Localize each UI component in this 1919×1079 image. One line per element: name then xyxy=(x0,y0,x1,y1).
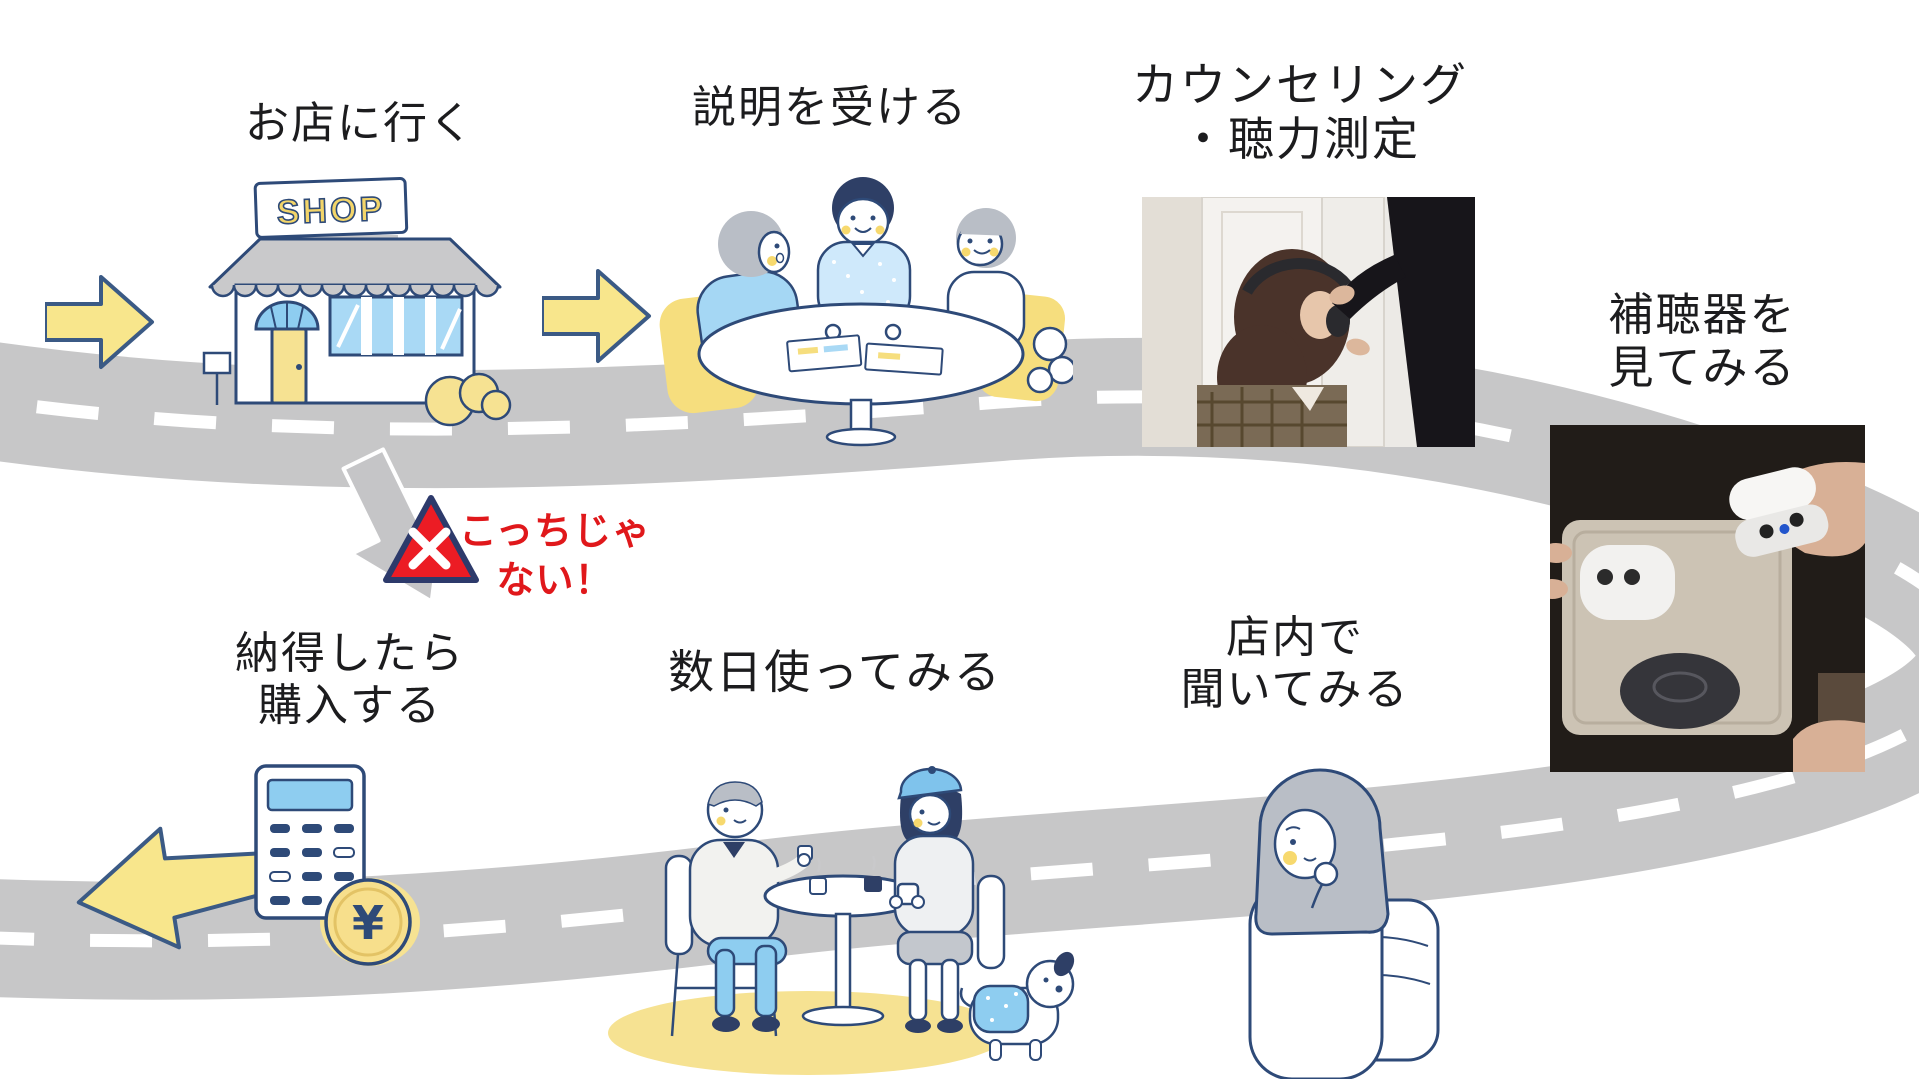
x-mark-icon xyxy=(408,527,451,570)
step-title-listen-line2: 聞いてみる xyxy=(1180,664,1410,714)
shop-sign: SHOP xyxy=(253,176,409,239)
step-title-look-at-hearing-aids: 補聴器を 見てみる xyxy=(1595,288,1810,394)
arrow-left-icon xyxy=(76,826,270,950)
papers xyxy=(786,334,863,373)
step-title-purchase-line1: 納得したら xyxy=(235,629,465,678)
step-title-counseling-line1: カウンセリング xyxy=(1132,59,1468,111)
warning-text-line2: ない！ xyxy=(496,560,614,603)
calculator-buttons xyxy=(269,824,355,905)
cafe-illustration xyxy=(608,766,1075,1075)
yen-symbol: ¥ xyxy=(352,896,384,950)
step-title-purchase-line2: 購入する xyxy=(258,680,442,730)
shop-bush xyxy=(424,372,512,427)
yen-coin-icon: ¥ xyxy=(324,878,412,966)
step-title-counseling-line2: ・聴力測定 xyxy=(1180,113,1420,166)
counseling-photo xyxy=(1142,197,1475,447)
calculator-screen xyxy=(266,778,354,812)
step-title-look-line1: 補聴器を xyxy=(1608,289,1797,340)
arrow-right-icon xyxy=(542,269,651,363)
step-title-look-line2: 見てみる xyxy=(1608,342,1797,394)
shop-door xyxy=(270,327,308,405)
step-title-counseling: カウンセリング ・聴力測定 xyxy=(1110,58,1490,167)
cafe-table xyxy=(763,855,923,1027)
cafe-man xyxy=(688,781,813,1032)
step-title-purchase: 納得したら 購入する xyxy=(205,628,495,732)
man-center xyxy=(816,177,912,326)
step-title-listen-line1: 店内で xyxy=(1226,613,1364,662)
step-title-go-to-shop: お店に行く xyxy=(245,99,475,148)
shop-mailbox xyxy=(202,351,232,405)
listening-woman-illustration xyxy=(1248,768,1440,1079)
dog xyxy=(959,951,1075,1061)
calculator-illustration: ¥ xyxy=(254,764,420,966)
consultation-illustration xyxy=(659,177,1073,447)
step-title-receive-explanation: 説明を受ける xyxy=(692,83,968,132)
warning-text-line1: こっちじゃ xyxy=(458,511,652,553)
warning-text: こっちじゃ ない！ xyxy=(455,508,655,607)
shop-illustration: SHOP xyxy=(202,176,512,427)
arrow-right-icon xyxy=(45,275,154,369)
cafe-woman xyxy=(889,766,1006,1033)
step-title-try-for-days: 数日使ってみる xyxy=(668,646,1002,698)
plant xyxy=(1026,326,1073,394)
shop-sign-text: SHOP xyxy=(276,190,386,232)
hearing-aids-photo xyxy=(1550,425,1865,772)
warning-triangle-icon xyxy=(383,495,479,583)
shop-roof xyxy=(208,237,502,289)
road-center-dashes xyxy=(0,390,1919,948)
step-title-listen-in-store: 店内で 聞いてみる xyxy=(1165,612,1425,716)
